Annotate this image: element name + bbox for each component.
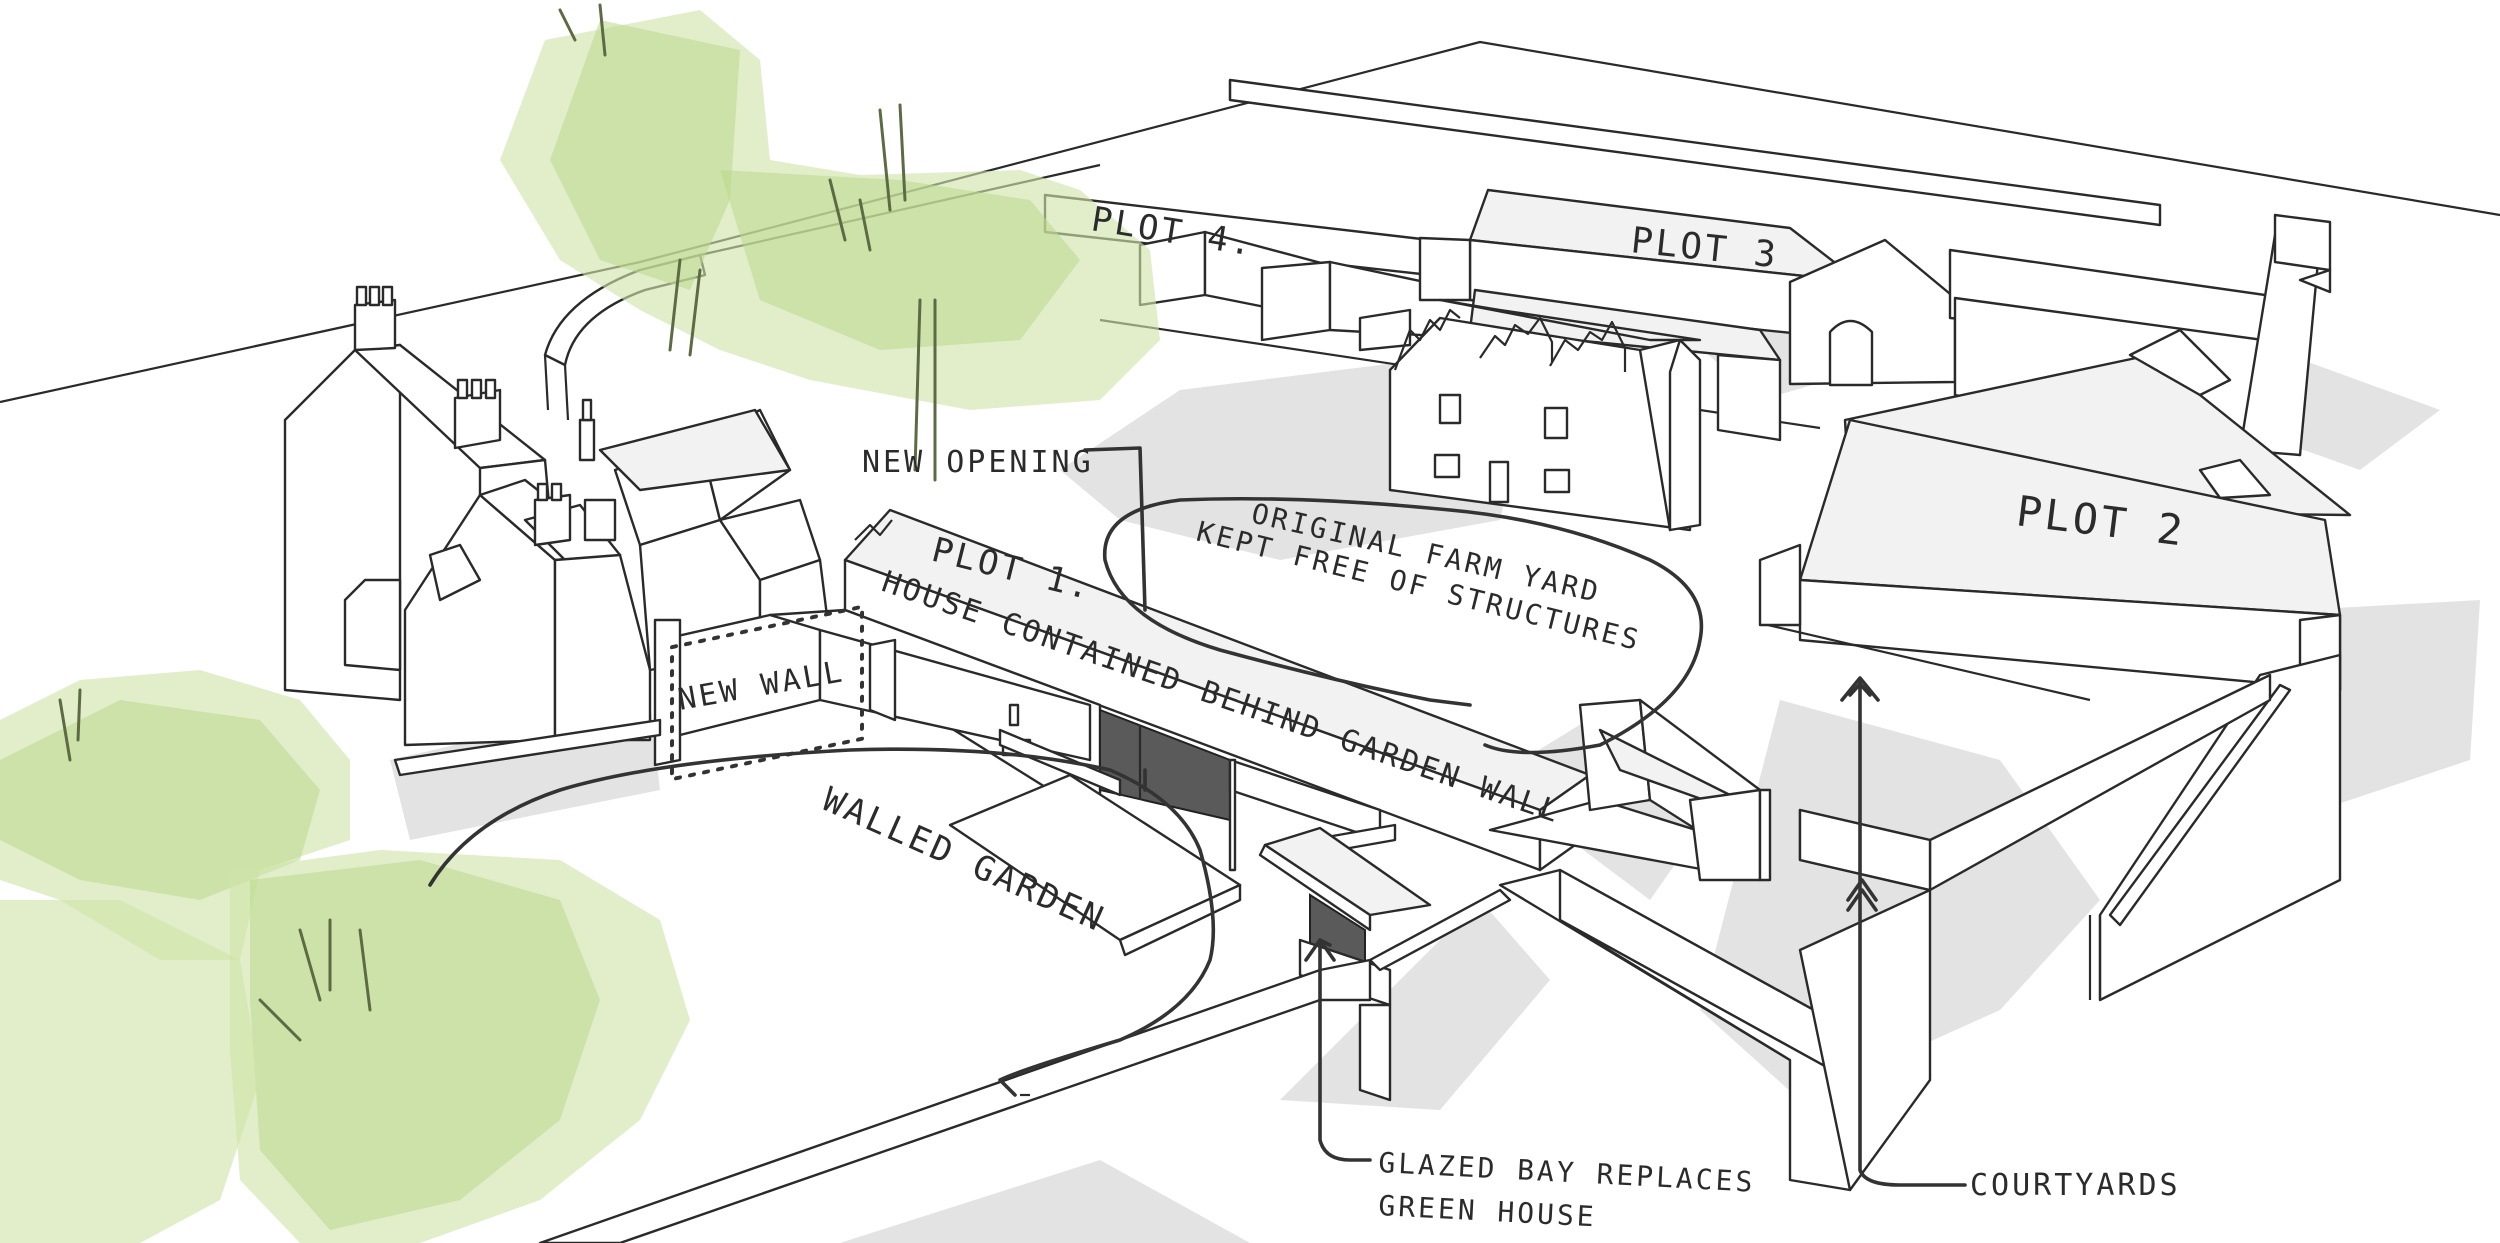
farmhouse	[1388, 298, 1702, 532]
label-glazed-bay-2: GREEN HOUSE	[1378, 1189, 1598, 1233]
label-courtyards: COURTYARDS	[1970, 1168, 2181, 1203]
tree-bottom-left	[0, 670, 690, 1243]
cottage-cluster	[283, 285, 832, 747]
glazed-bay	[1258, 698, 1932, 1192]
label-glazed-bay-1: GLAZED BAY REPLACES	[1378, 1146, 1757, 1199]
plot4-walls	[1043, 78, 2162, 430]
annotation-lines	[428, 446, 1967, 1187]
plot2-building	[1758, 328, 2352, 1002]
label-new-opening: NEW OPENING	[862, 445, 1094, 480]
tree-top	[500, 3, 1160, 482]
